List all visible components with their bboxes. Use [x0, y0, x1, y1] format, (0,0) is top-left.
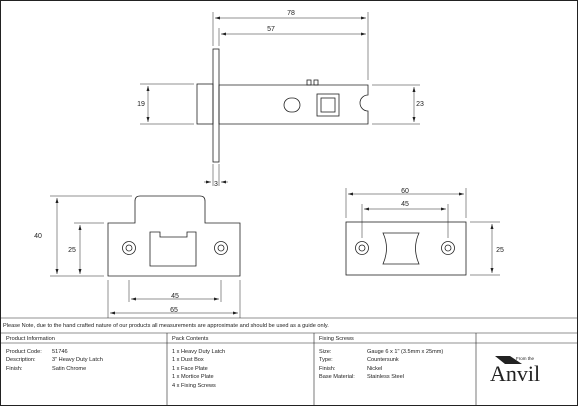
product-code-row: Product Code:51746 [6, 349, 68, 355]
face-screw-hole [441, 241, 455, 255]
screw-size-row: Size:Gauge 6 x 1" (3.5mm x 25mm) [319, 349, 444, 355]
dimension-arrowheads [55, 16, 494, 315]
dim-latch-plate-thickness: 3 [214, 181, 218, 188]
list-item: 1 x Dust Box [172, 357, 204, 364]
screw-finish-row: Finish:Nickel [319, 365, 383, 372]
latch-follower-outer [316, 93, 340, 117]
latch-bolt [196, 83, 214, 125]
description-row: Description:3" Heavy Duty Latch [6, 357, 103, 364]
disclaimer-note: Please Note, due to the hand crafted nat… [3, 323, 329, 329]
dim-keep-inner-width: 45 [171, 293, 179, 300]
list-item: 1 x Face Plate [172, 365, 208, 372]
latch-forend-plate [212, 48, 220, 163]
info-table-rules [0, 317, 578, 406]
latch-tab [313, 79, 319, 86]
latch-side-view [196, 48, 369, 163]
dim-plate-width: 60 [401, 188, 409, 195]
face-plate-outline [345, 221, 467, 276]
list-item: 1 x Heavy Duty Latch [172, 349, 226, 355]
dim-plate-hole-centres: 45 [401, 201, 409, 208]
list-item: 1 x Mortice Plate [172, 374, 214, 381]
face-screw-hole-inner [444, 244, 452, 252]
anvil-logo: From the Anvil [490, 356, 540, 386]
description-value: 3" Heavy Duty Latch [52, 357, 103, 364]
dim-latch-plate-height: 19 [137, 101, 145, 108]
strike-dimensions [50, 195, 241, 318]
dim-keep-inner-height: 25 [68, 247, 76, 254]
strike-screw-hole-inner [125, 244, 133, 252]
strike-plate-view [107, 195, 241, 277]
strike-plate-outline [107, 195, 241, 277]
dim-latch-overall: 78 [287, 10, 295, 17]
latch-body [218, 84, 369, 125]
face-plate-aperture [382, 232, 420, 265]
dim-keep-height: 40 [34, 233, 42, 240]
latch-follower-inner [320, 97, 336, 113]
face-screw-hole-inner [358, 244, 366, 252]
dim-latch-body-height: 23 [416, 101, 424, 108]
fixing-screws-rows: Size:Gauge 6 x 1" (3.5mm x 25mm) Type:Co… [319, 348, 443, 382]
strike-screw-hole [214, 241, 228, 255]
dim-latch-backset: 57 [267, 26, 275, 33]
latch-dimensions [140, 12, 420, 186]
product-code-value: 51746 [52, 349, 68, 355]
pack-contents-list: 1 x Heavy Duty Latch 1 x Dust Box 1 x Fa… [172, 348, 225, 390]
screw-material-row: Base Material:Stainless Steel [319, 374, 405, 381]
fixing-screws-title: Fixing Screws [319, 336, 354, 342]
face-plate-view [345, 221, 467, 276]
finish-row: Finish:Satin Chrome [6, 365, 87, 372]
product-info-title: Product Information [6, 336, 55, 342]
finish-value: Satin Chrome [52, 365, 87, 372]
latch-slot [283, 97, 301, 113]
face-plate-dimensions [345, 188, 500, 276]
product-info-rows: Product Code:51746 Description:3" Heavy … [6, 348, 103, 373]
strike-plate-cutout [149, 231, 197, 267]
strike-screw-hole-inner [217, 244, 225, 252]
face-screw-hole [355, 241, 369, 255]
latch-tab [306, 79, 312, 86]
strike-screw-hole [122, 241, 136, 255]
pack-contents-title: Pack Contents [172, 336, 209, 342]
dim-plate-height: 25 [496, 247, 504, 254]
logo-main-text: Anvil [490, 361, 540, 386]
logo-small-text: From the [516, 356, 535, 361]
anvil-icon [495, 356, 522, 364]
screw-type-row: Type:Countersunk [319, 357, 399, 364]
dim-keep-width: 65 [170, 307, 178, 314]
list-item: 4 x Fixing Screws [172, 382, 216, 389]
